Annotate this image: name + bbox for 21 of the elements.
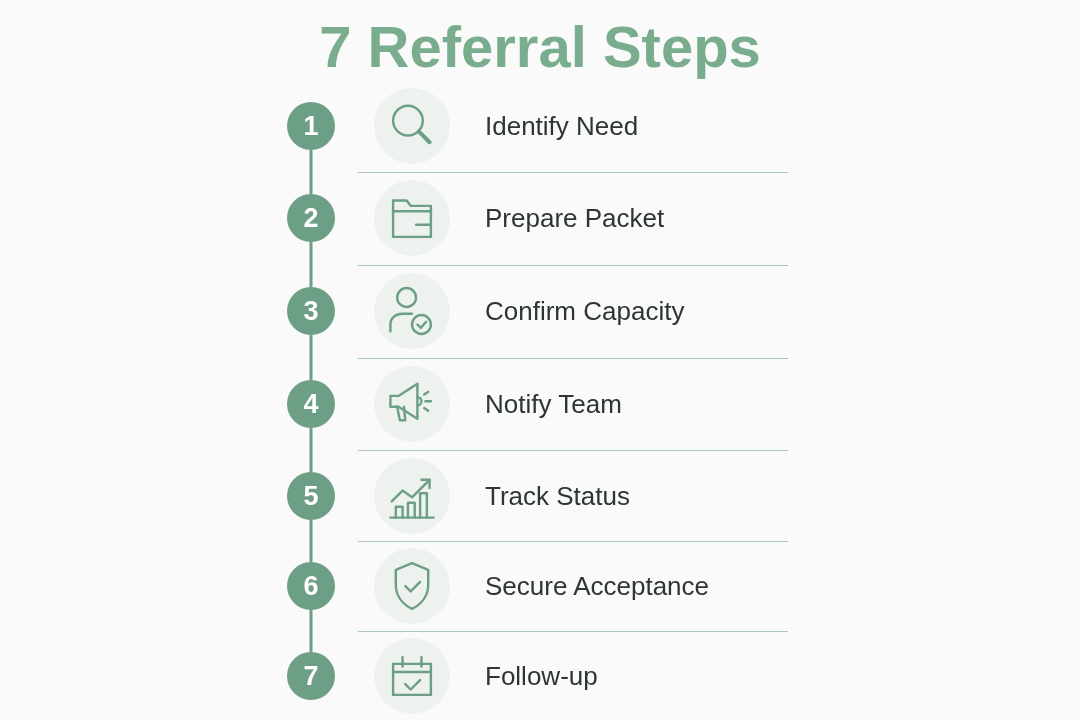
connector-line [309,610,313,652]
connector-line [309,335,313,380]
step-label: Secure Acceptance [485,571,710,601]
step-label: Follow-up [485,661,598,691]
step-label: Identify Need [485,111,639,141]
step-number-circle: 3 [287,287,335,335]
connector-line [309,428,313,472]
step-label: Prepare Packet [485,203,665,233]
step-label: Notify Team [485,389,622,419]
step-number-circle: 5 [287,472,335,520]
step-number-circle: 6 [287,562,335,610]
step-number-circle: 4 [287,380,335,428]
title: 7 Referral Steps [318,13,762,81]
connector-line [309,520,313,562]
step-label: Track Status [485,481,630,511]
step-number-circle: 2 [287,194,335,242]
step-number-circle: 7 [287,652,335,700]
connector-line [309,242,313,287]
step-label: Confirm Capacity [485,296,685,326]
step-number-circle: 1 [287,102,335,150]
connector-line [309,150,313,194]
